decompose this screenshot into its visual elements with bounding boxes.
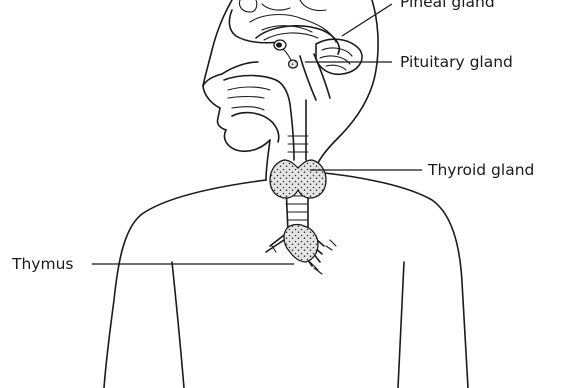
pituitary-gland [289, 60, 298, 68]
brain [229, 0, 362, 100]
thyroid-gland [270, 160, 326, 198]
airway [288, 100, 308, 160]
thymus [284, 225, 318, 263]
pituitary-gland-label: Pituitary gland [400, 53, 513, 71]
pineal-gland-label: Pineal gland [400, 0, 495, 11]
thymus-label: Thymus [11, 255, 73, 273]
pineal-gland [274, 40, 286, 50]
nasal-oral-cavity [224, 76, 290, 143]
thyroid-gland-label: Thyroid gland [427, 161, 534, 179]
pineal-leader [342, 4, 392, 36]
